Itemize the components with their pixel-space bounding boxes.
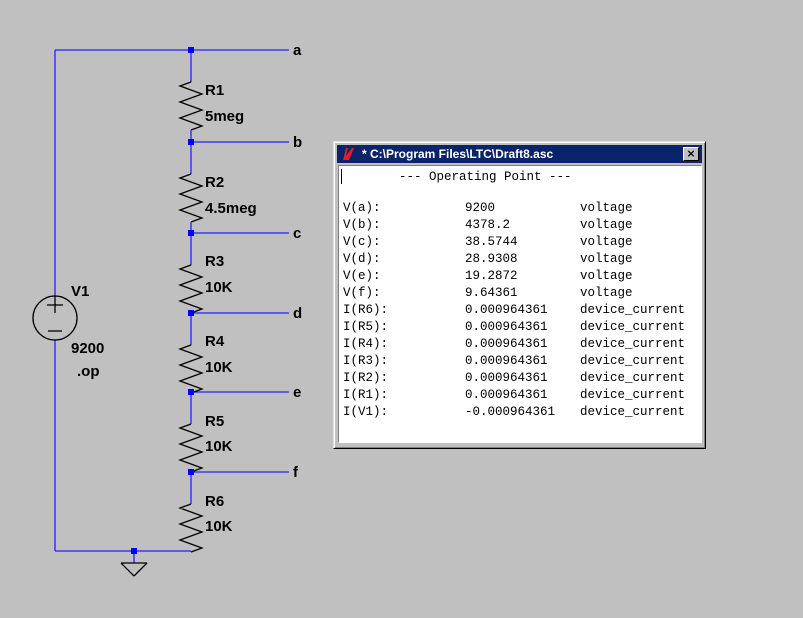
result-type: device_current	[580, 405, 686, 419]
junction-dot	[188, 389, 194, 395]
resistor-name-r1: R1	[205, 82, 224, 99]
resistor-value-r2: 4.5meg	[205, 200, 257, 217]
result-name: V(d):	[343, 252, 381, 266]
result-value: 9200	[465, 201, 496, 215]
resistor-value-r5: 10K	[205, 438, 233, 455]
results-heading: --- Operating Point ---	[399, 170, 572, 184]
resistor-r4[interactable]	[178, 313, 204, 394]
result-type: voltage	[580, 269, 633, 283]
window-title: * C:\Program Files\LTC\Draft8.asc	[362, 147, 554, 161]
result-type: voltage	[580, 286, 633, 300]
resistor-r1[interactable]	[178, 50, 204, 142]
resistor-name-r3: R3	[205, 253, 224, 270]
junction-dot	[188, 47, 194, 53]
results-text-area[interactable]: --- Operating Point --- V(a): 9200 voltage…	[338, 165, 702, 443]
resistor-r3[interactable]	[178, 233, 204, 314]
source-value: 9200	[71, 340, 104, 357]
result-type: device_current	[580, 371, 686, 385]
result-type: voltage	[580, 218, 633, 232]
result-value: 28.9308	[465, 252, 518, 266]
wires[interactable]	[54, 49, 289, 563]
result-name: I(R1):	[343, 388, 389, 402]
result-type: voltage	[580, 235, 633, 249]
node-label-e: e	[293, 384, 301, 401]
result-name: I(R6):	[343, 303, 389, 317]
result-value: 0.000964361	[465, 337, 548, 351]
resistor-name-r5: R5	[205, 413, 224, 430]
junction-dot	[131, 548, 137, 554]
result-value: -0.000964361	[465, 405, 556, 419]
result-value: 19.2872	[465, 269, 518, 283]
node-label-c: c	[293, 225, 301, 242]
result-value: 0.000964361	[465, 320, 548, 334]
node-label-a: a	[293, 42, 302, 59]
result-name: I(R3):	[343, 354, 389, 368]
resistor-name-r2: R2	[205, 174, 224, 191]
result-name: I(R4):	[343, 337, 389, 351]
result-name: V(f):	[343, 286, 381, 300]
result-value: 0.000964361	[465, 371, 548, 385]
junction-dot	[188, 230, 194, 236]
result-name: V(b):	[343, 218, 381, 232]
result-value: 38.5744	[465, 235, 518, 249]
result-value: 9.64361	[465, 286, 518, 300]
close-button[interactable]: ×	[683, 147, 699, 161]
result-type: device_current	[580, 337, 686, 351]
resistor-value-r1: 5meg	[205, 108, 244, 125]
node-label-b: b	[293, 134, 302, 151]
result-name: V(e):	[343, 269, 381, 283]
result-type: device_current	[580, 320, 686, 334]
source-name: V1	[71, 283, 89, 300]
result-value: 0.000964361	[465, 303, 548, 317]
result-name: I(R5):	[343, 320, 389, 334]
result-type: voltage	[580, 252, 633, 266]
result-value: 4378.2	[465, 218, 511, 232]
op-directive[interactable]: .op	[77, 363, 100, 380]
result-name: I(V1):	[343, 405, 389, 419]
window-titlebar[interactable]: * C:\Program Files\LTC\Draft8.asc ×	[337, 145, 702, 163]
ground-symbol[interactable]	[120, 562, 148, 577]
resistor-name-r6: R6	[205, 493, 224, 510]
voltage-source-v1[interactable]	[32, 295, 78, 341]
resistor-value-r4: 10K	[205, 359, 233, 376]
result-type: device_current	[580, 303, 686, 317]
node-label-d: d	[293, 305, 302, 322]
resistor-r6[interactable]	[178, 472, 204, 553]
result-name: I(R2):	[343, 371, 389, 385]
result-value: 0.000964361	[465, 354, 548, 368]
resistor-value-r6: 10K	[205, 518, 233, 535]
result-type: voltage	[580, 201, 633, 215]
junction-dot	[188, 310, 194, 316]
result-name: V(c):	[343, 235, 381, 249]
resistor-name-r4: R4	[205, 333, 225, 350]
resistor-value-r3: 10K	[205, 279, 233, 296]
result-type: device_current	[580, 388, 686, 402]
result-name: V(a):	[343, 201, 381, 215]
junction-dot	[188, 469, 194, 475]
text-cursor	[341, 169, 342, 184]
result-type: device_current	[580, 354, 686, 368]
resistor-r2[interactable]	[178, 142, 204, 233]
resistor-r5[interactable]	[178, 392, 204, 473]
node-label-f: f	[293, 464, 299, 481]
result-value: 0.000964361	[465, 388, 548, 402]
junction-dot	[188, 139, 194, 145]
ltspice-app-icon	[343, 148, 354, 160]
operating-point-window[interactable]: * C:\Program Files\LTC\Draft8.asc × --- …	[333, 141, 706, 449]
